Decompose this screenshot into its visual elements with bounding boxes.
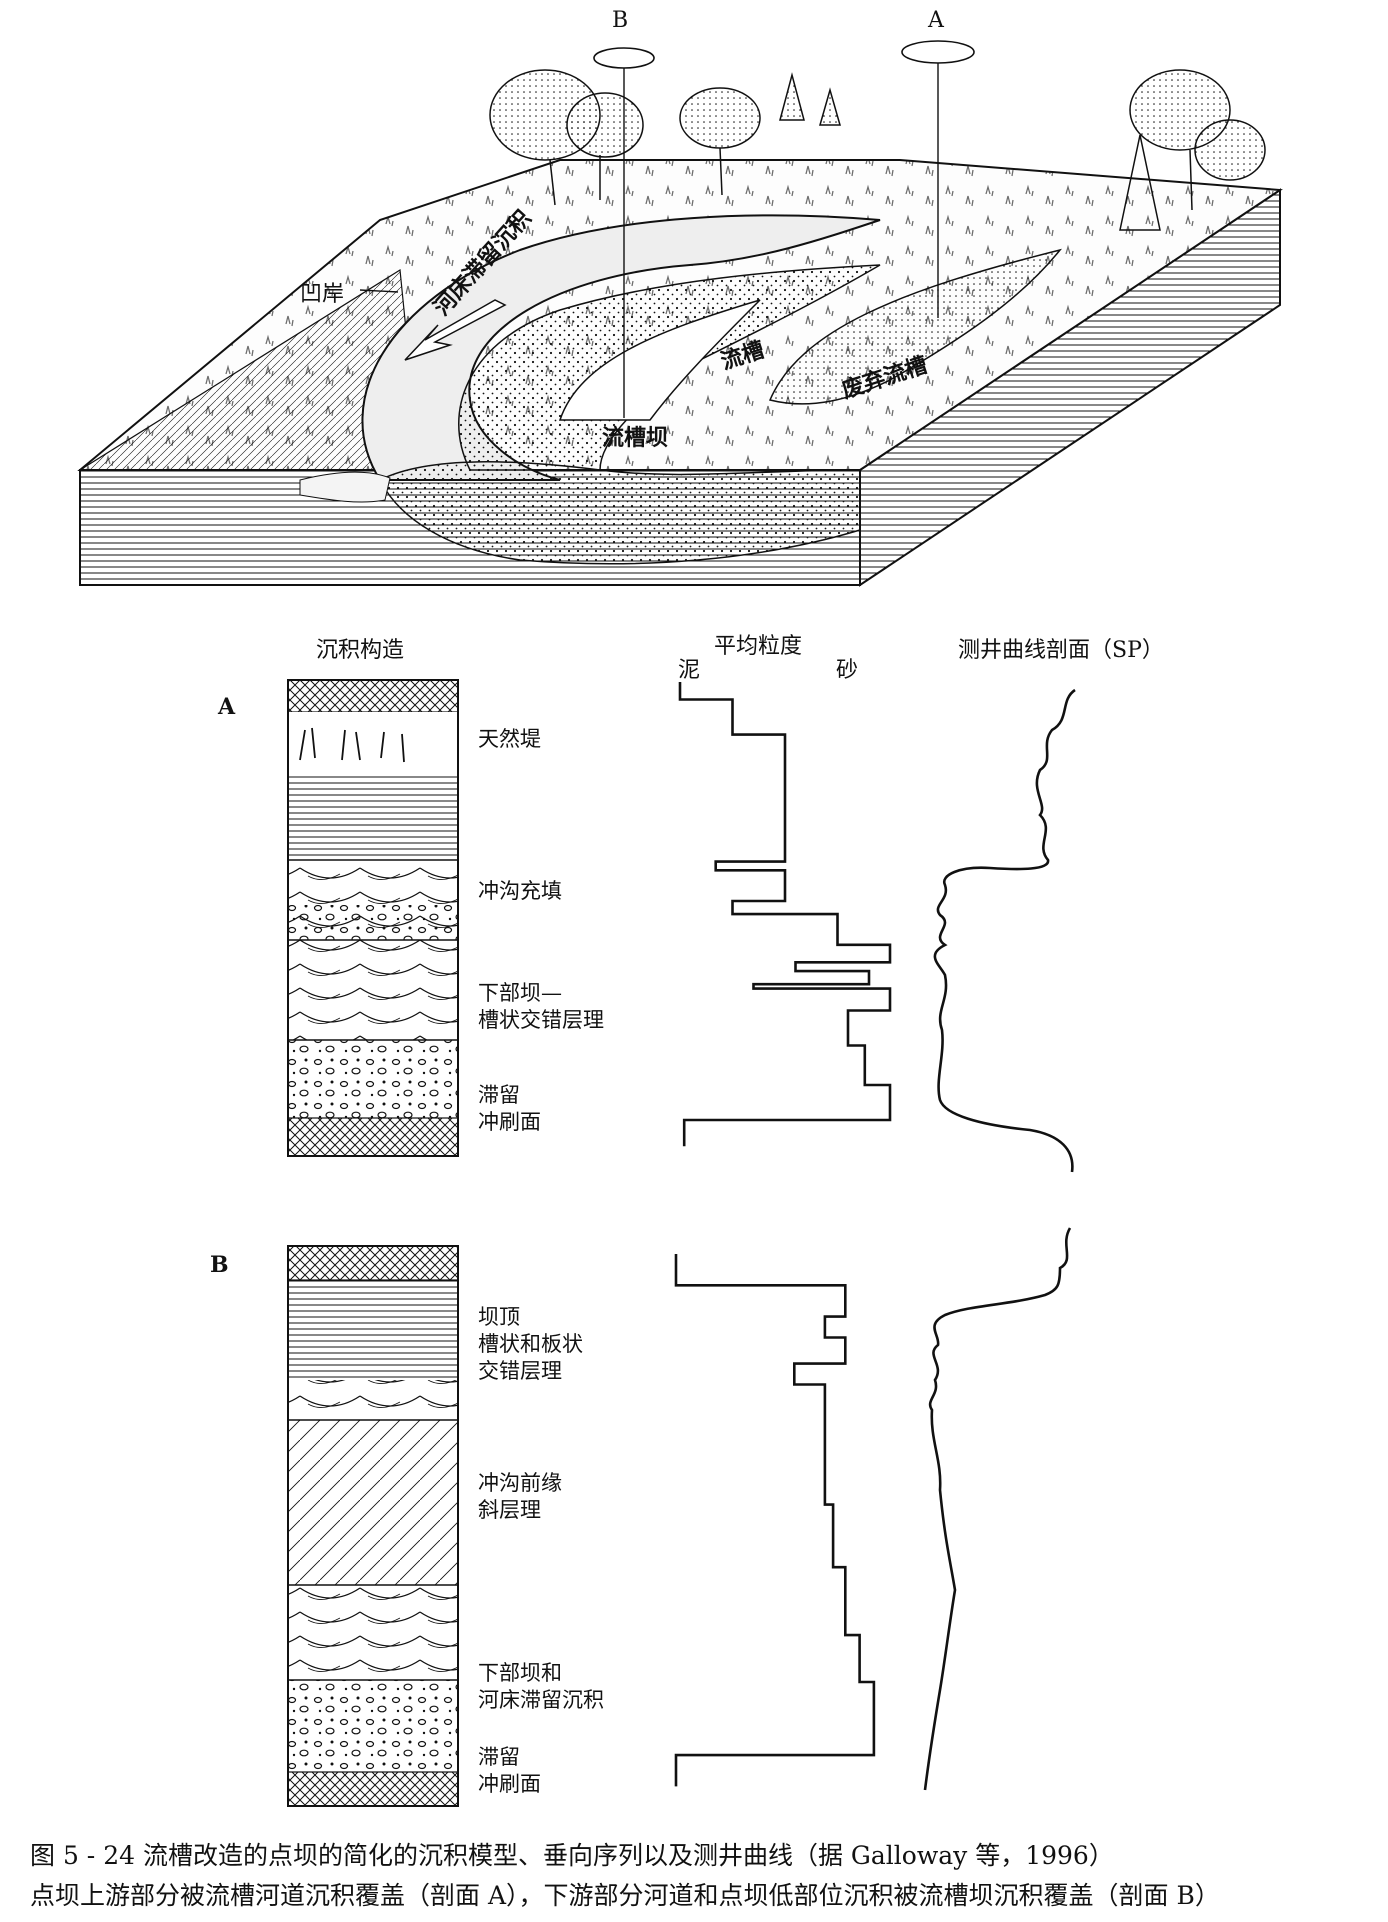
figure-caption-line2: 点坝上游部分被流槽河道沉积覆盖（剖面 A），下游部分河道和点坝低部位沉积被流槽坝… (30, 1881, 1220, 1910)
grain-size-header: 平均粒度 (714, 634, 803, 659)
sand-label: 砂 (836, 658, 859, 683)
concave-bank-leader (359, 289, 399, 293)
chute-channel (558, 299, 761, 421)
chute-bar-label: 流槽坝 (602, 425, 669, 451)
section-a-top-hatch (287, 679, 459, 713)
lag-pebbles (289, 1040, 457, 1118)
channel-water (299, 471, 391, 503)
levee-strata (289, 776, 457, 860)
section-a-label-lag: 滞留 冲刷面 (478, 1083, 541, 1134)
scour-front-inclined (289, 1420, 457, 1585)
section-b-label-scour-front: 冲沟前缘 斜层理 (478, 1471, 562, 1522)
section-b-sp-log-curve (923, 1227, 1072, 1791)
section-a-column (287, 679, 459, 1157)
lower-bar-trough (289, 940, 457, 1040)
bar-top-strata (289, 1280, 457, 1380)
section-b-column (287, 1245, 459, 1807)
well-b-label: B (612, 8, 629, 33)
section-a-base-hatch (287, 1117, 459, 1157)
section-b-letter: B (210, 1252, 229, 1278)
section-a-label-scour-fill: 冲沟充填 (478, 879, 562, 903)
section-b-label-lower-bar: 下部坝和 河床滞留沉积 (478, 1661, 604, 1712)
front-sediment-fill (378, 461, 861, 565)
sp-log-header: 测井曲线剖面（SP） (958, 638, 1164, 663)
flow-arrow-icon (404, 299, 507, 361)
figure-caption-line1: 图 5 - 24 流槽改造的点坝的简化的沉积模型、垂向序列以及测井曲线（据 Ga… (30, 1841, 1114, 1870)
well-a-label: A (928, 8, 944, 33)
section-a-grain-size-curve (678, 682, 892, 1147)
abandoned-chute (768, 248, 1062, 405)
structures-header: 沉积构造 (316, 638, 405, 663)
trees (489, 69, 1266, 231)
section-b-top-hatch (287, 1245, 459, 1281)
scour-fill-pebbles (289, 905, 457, 940)
lower-bar-trough-b (289, 1585, 457, 1680)
section-b-grain-size-curve (674, 1254, 876, 1787)
block-diagram (77, 40, 1283, 587)
concave-bank-label: 凹岸 (300, 282, 345, 307)
section-a-label-levee: 天然堤 (478, 727, 541, 751)
section-b-label-lag: 滞留 冲刷面 (478, 1745, 541, 1796)
bar-top-trough (289, 1380, 457, 1420)
section-a-letter: A (218, 694, 236, 720)
well-a (901, 40, 975, 318)
section-a-label-lower-bar: 下部坝— 槽状交错层理 (478, 981, 604, 1032)
section-b-base-hatch (287, 1771, 459, 1807)
levee-roots (289, 712, 457, 776)
section-a-sp-log-curve (933, 688, 1076, 1173)
lag-pebbles-b (289, 1680, 457, 1772)
well-b (593, 47, 655, 418)
mud-label: 泥 (678, 658, 701, 683)
section-b-label-bar-top: 坝顶 槽状和板状 交错层理 (478, 1305, 583, 1383)
